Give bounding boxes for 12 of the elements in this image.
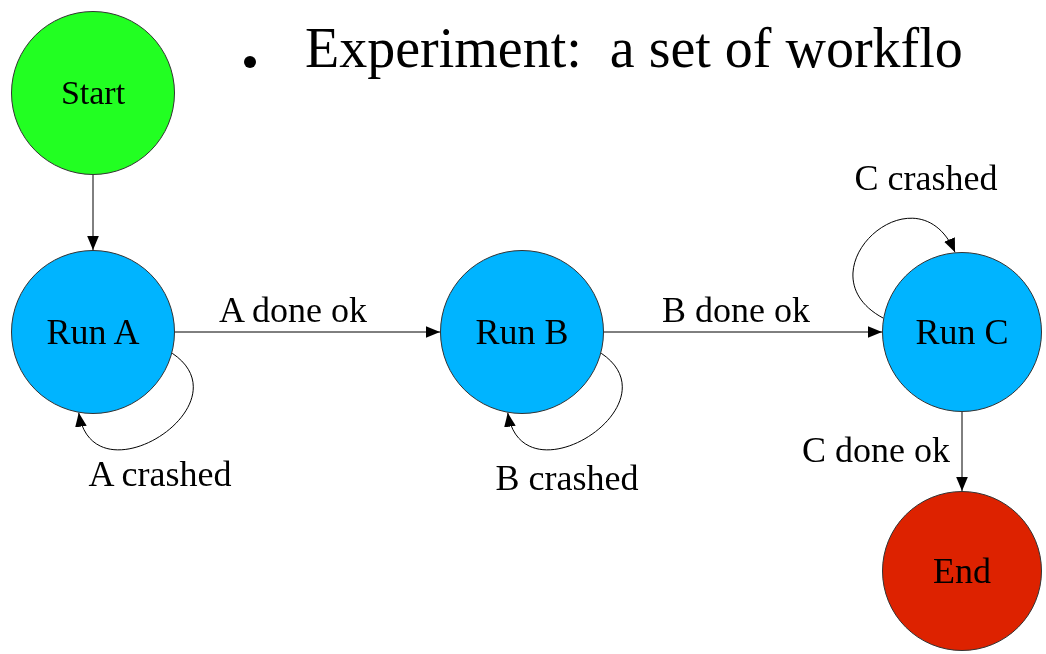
- state-name: Run B: [475, 314, 569, 350]
- arrow: [506, 352, 623, 450]
- arrow: [956, 411, 968, 492]
- state-name: End: [933, 553, 991, 589]
- arrow: [603, 326, 883, 338]
- arrow: [174, 326, 441, 338]
- state-name: Start: [60, 76, 126, 110]
- arrow: [87, 174, 99, 251]
- arrow: [77, 352, 194, 450]
- state-name: Run C: [915, 314, 1009, 350]
- arrow: [852, 217, 956, 319]
- state-name: Run A: [46, 314, 140, 350]
